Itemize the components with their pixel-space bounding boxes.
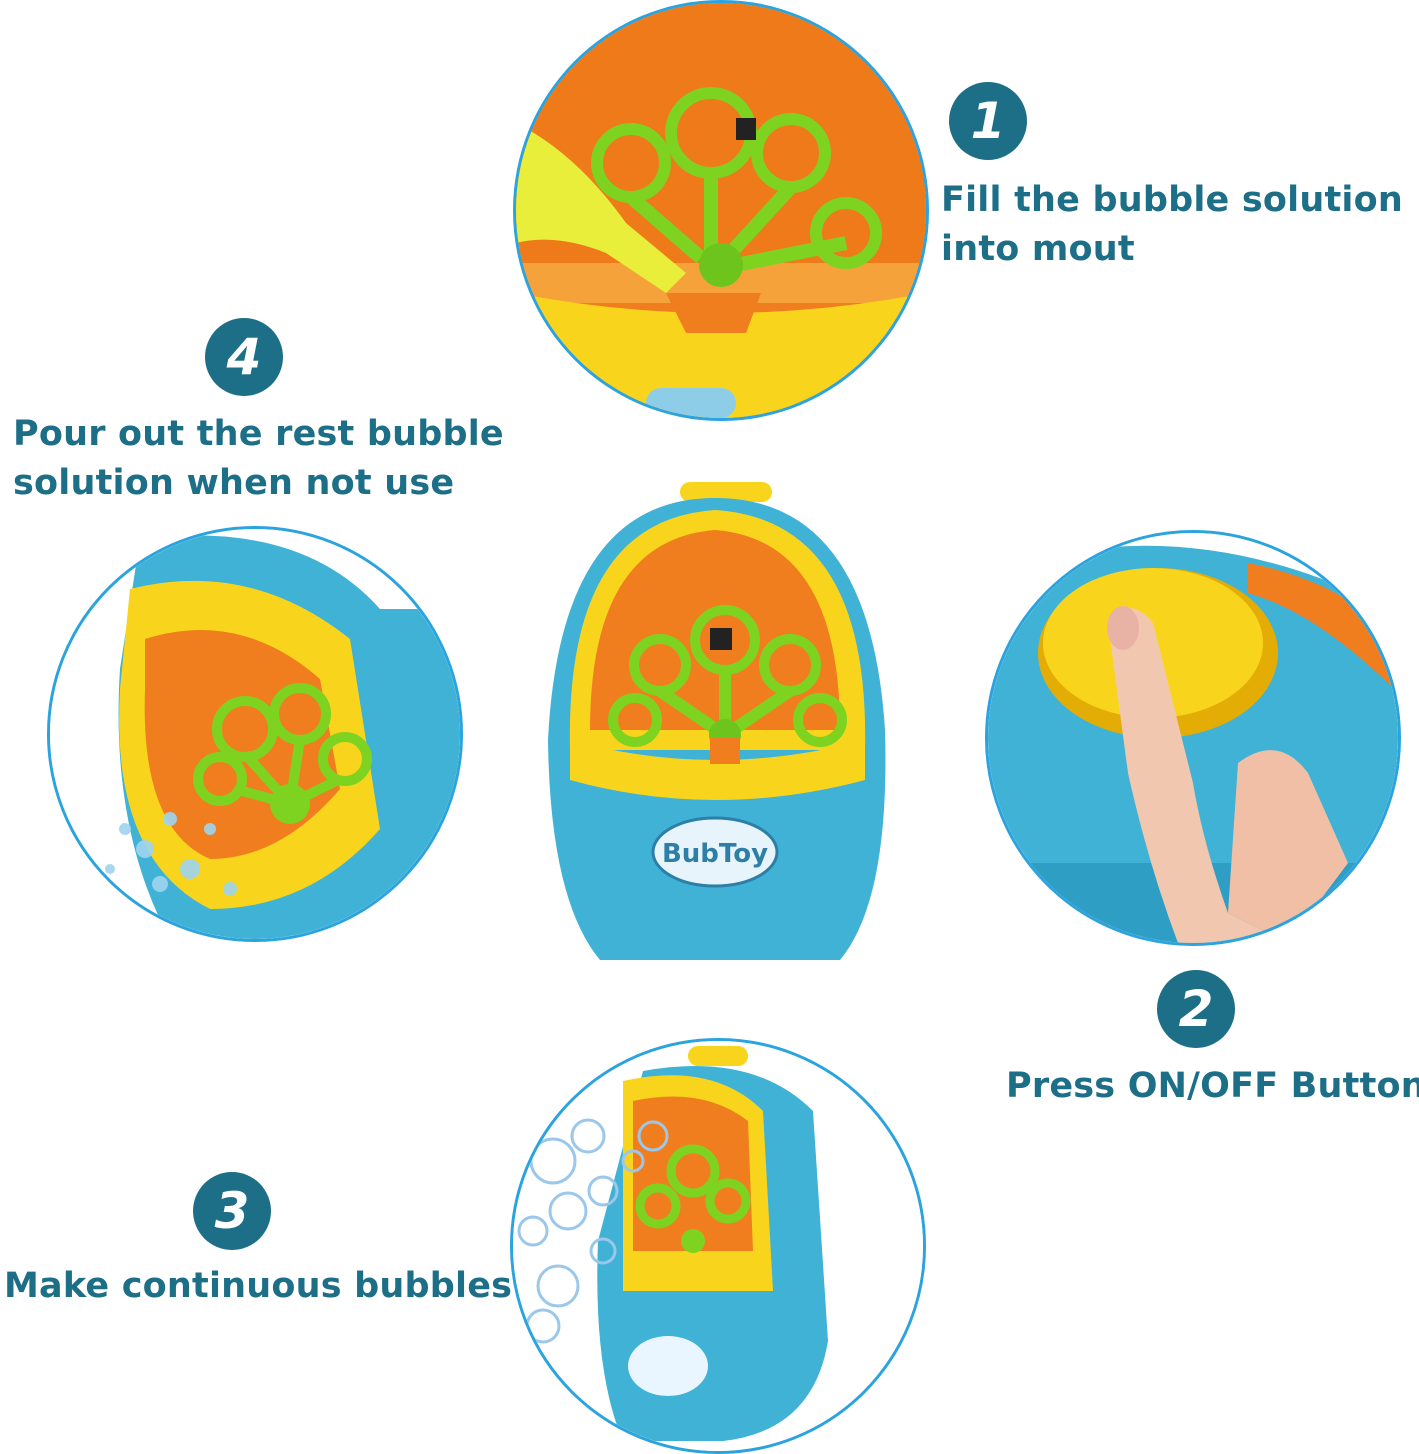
step-2-badge: 2 (1157, 970, 1235, 1048)
step-4-instruction: Pour out the rest bubble solution when n… (13, 410, 504, 508)
pour-out-illustration (50, 529, 460, 939)
press-button-illustration (988, 533, 1398, 943)
step-2-number: 2 (1178, 980, 1214, 1038)
step-3-photo (510, 1038, 926, 1454)
step-1-line-2: into mout (941, 229, 1135, 269)
brand-logo: BubToy (651, 816, 779, 888)
step-3-badge: 3 (193, 1172, 271, 1250)
step-1-line-1: Fill the bubble solution (941, 180, 1403, 220)
step-3-line-1: Make continuous bubbles (4, 1266, 513, 1306)
water-splash (105, 812, 237, 896)
step-1-photo (513, 0, 929, 421)
bubble-wand (608, 605, 847, 747)
step-2-photo (985, 530, 1401, 946)
step-1-badge: 1 (949, 82, 1027, 160)
step-4-line-1: Pour out the rest bubble (13, 414, 504, 454)
step-4-badge: 4 (205, 318, 283, 396)
step-2-line-1: Press ON/OFF Button (1006, 1066, 1419, 1106)
step-3-instruction: Make continuous bubbles (4, 1262, 512, 1311)
step-4-number: 4 (226, 328, 262, 386)
product-image: BubToy (540, 480, 890, 970)
step-1-instruction: Fill the bubble solution into mout (941, 176, 1403, 274)
fill-solution-illustration (516, 3, 926, 418)
step-4-photo (47, 526, 463, 942)
bubble-machine-illustration: BubToy (548, 482, 886, 960)
step-2-instruction: Press ON/OFF Button (1006, 1062, 1419, 1111)
step-1-number: 1 (970, 92, 1006, 150)
step-3-number: 3 (214, 1182, 250, 1240)
step-4-line-2: solution when not use (13, 463, 455, 503)
bubbles-illustration (513, 1041, 923, 1451)
brand-logo-text: BubToy (662, 839, 768, 869)
